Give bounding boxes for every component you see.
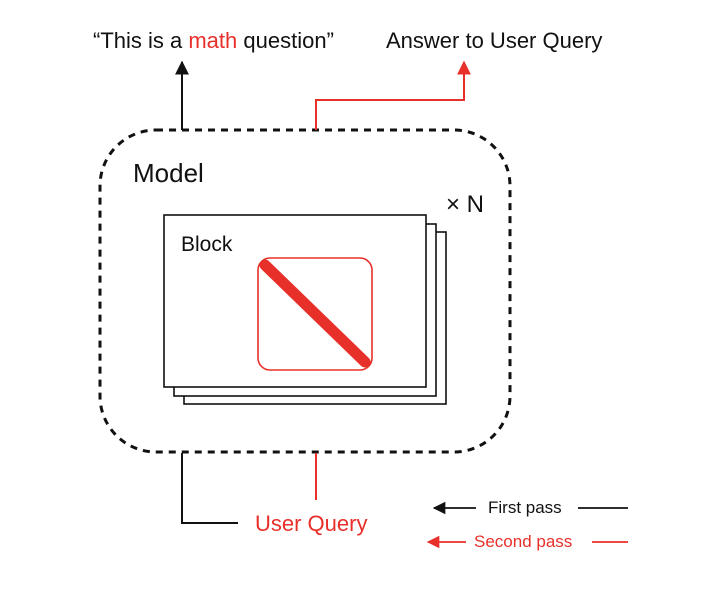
slash-icon bbox=[259, 259, 371, 368]
classification-highlight-text: math bbox=[188, 28, 238, 53]
classification-close-text: question” bbox=[237, 28, 334, 53]
model-label: Model bbox=[133, 158, 204, 188]
legend-second-pass-label: Second pass bbox=[474, 532, 573, 551]
second-pass-output-arrow bbox=[315, 60, 471, 130]
repeat-count-label: × N bbox=[446, 191, 485, 218]
user-query-input-label: User Query bbox=[255, 511, 368, 536]
classification-open-text: “This is a bbox=[93, 28, 189, 53]
first-pass-input-line bbox=[181, 453, 238, 524]
model-container bbox=[98, 128, 512, 454]
answer-output-label: Answer to User Query bbox=[386, 28, 603, 53]
legend-first-pass-label: First pass bbox=[488, 498, 562, 517]
block-label: Block bbox=[181, 233, 233, 256]
classification-output-label: “This is a math question” bbox=[93, 30, 334, 52]
